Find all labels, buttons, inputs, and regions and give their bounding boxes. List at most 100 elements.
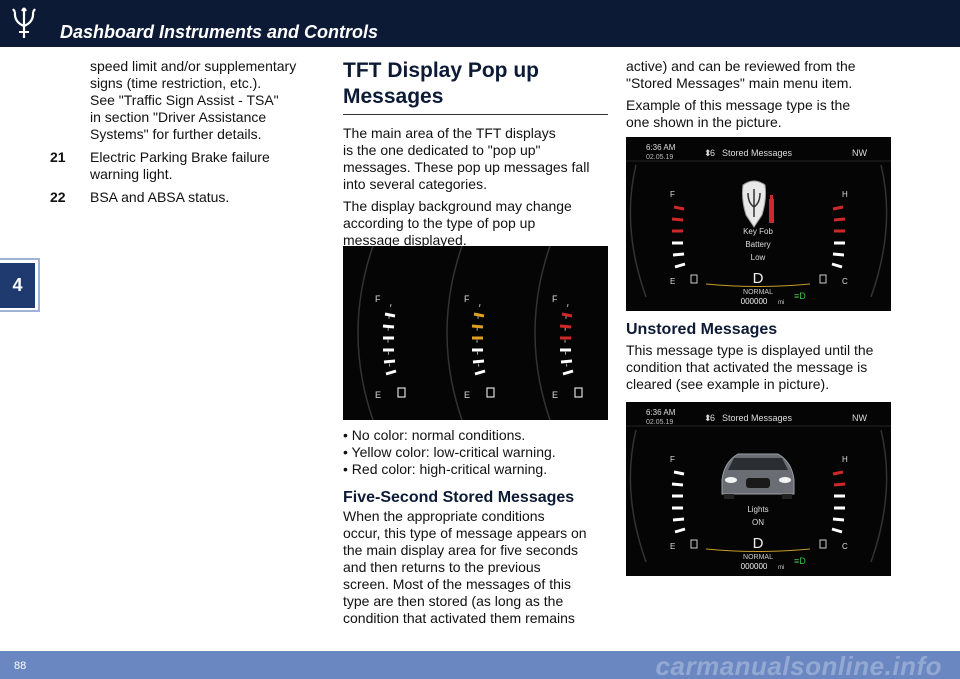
coolant-icon [819,274,827,284]
coolant-icon [819,539,827,549]
text-line: The main area of the TFT displays [343,125,556,141]
column-left: speed limit and/or supplementary signs (… [50,58,325,206]
updown-arrows-icon: ⬍ [704,413,712,423]
odometer: 000000 [741,562,768,571]
text-line: into several categories. [343,176,487,192]
fuel-e-label: E [375,390,381,400]
text-line: active) and can be reviewed from the [626,58,856,74]
paragraph: The display background may change accord… [343,198,608,249]
temp-h-label: H [842,455,848,464]
fuel-f-label: F [464,294,470,304]
battery-low-icon [769,199,774,223]
fuel-gauge-red: F E [534,246,583,420]
temp-c-label: C [842,542,848,551]
fuel-pump-icon [397,387,406,398]
text-line: speed limit and/or supplementary [90,58,297,74]
menu-title: Stored Messages [722,148,793,158]
message-line: Low [751,253,766,262]
fuel-f-label: F [670,190,675,199]
fuel-pump-icon [690,539,698,549]
list-item: 21 Electric Parking Brake failure warnin… [50,149,325,183]
chapter-number: 4 [0,263,35,308]
list-item-number: 22 [50,189,66,205]
odometer-unit: mi [778,300,784,306]
stored-count: 6 [710,413,715,423]
fuel-gauge-yellow: F E [446,246,495,420]
text-line: type are then stored (as long as the [343,593,564,609]
cluster-image-lights-on: 6:36 AM 02.05.19 ⬍ 6 Stored Messages NW … [626,402,891,576]
text-line: the main display area for five seconds [343,542,579,558]
text-line: "Stored Messages" main menu item. [626,75,853,91]
cluster-display: 6:36 AM 02.05.19 ⬍ 6 Stored Messages NW … [626,137,891,311]
text-line: message displayed. [343,232,467,248]
fuel-e-label: E [552,390,558,400]
bullet-item: • Yellow color: low-critical warning. [343,444,556,460]
heading-line: Messages [343,85,444,108]
fuel-e-label: E [464,390,470,400]
bullet-list: • No color: normal conditions. • Yellow … [343,427,608,478]
drive-mode: NORMAL [743,289,773,296]
paragraph: The main area of the TFT displays is the… [343,125,608,193]
odometer-unit: mi [778,565,784,571]
temp-h-label: H [842,190,848,199]
column-right: active) and can be reviewed from the "St… [626,58,896,131]
clock-date: 02.05.19 [646,154,673,161]
text-line: This message type is displayed until the [626,342,874,358]
fuel-pump-icon [690,274,698,284]
list-item-number: 21 [50,149,66,165]
headlight-icon: ≡D [794,291,806,301]
text-line: BSA and ABSA status. [90,189,230,205]
subsection-heading: Unstored Messages [626,321,778,338]
car-front-icon [721,453,795,499]
heading-line: TFT Display Pop up [343,59,540,82]
text-line: occur, this type of message appears on [343,525,587,541]
message-line: Lights [747,505,768,514]
text-line: Example of this message type is the [626,97,851,113]
gear-indicator: D [753,535,764,552]
fuel-e-label: E [670,277,675,286]
cluster-image-key-fob: 6:36 AM 02.05.19 ⬍ 6 Stored Messages NW … [626,137,891,311]
text-line: screen. Most of the messages of this [343,576,571,592]
clock-time: 6:36 AM [646,408,676,417]
column-right-lower: Unstored Messages This message type is d… [626,320,896,393]
text-line: one shown in the picture. [626,114,782,130]
menu-title: Stored Messages [722,413,793,423]
watermark: carmanualsonline.info [655,651,942,679]
clock-time: 6:36 AM [646,143,676,152]
drive-mode: NORMAL [743,554,773,561]
text-line: signs (time restriction, etc.). [90,75,262,91]
text-line: in section "Driver Assistance [90,109,267,125]
cluster-display: 6:36 AM 02.05.19 ⬍ 6 Stored Messages NW … [626,402,891,576]
clock-date: 02.05.19 [646,419,673,426]
odometer: 000000 [741,297,768,306]
fuel-gauge-normal: F E [357,246,406,420]
page-number: 88 [14,660,27,672]
text-line: The display background may change [343,198,572,214]
fuel-f-label: F [552,294,558,304]
text-line: See "Traffic Sign Assist - TSA" [90,92,279,108]
fuel-gauge-image: F E F E F E [343,246,608,420]
subsection-heading: Five-Second Stored Messages [343,489,575,506]
temp-c-label: C [842,277,848,286]
text-line: When the appropriate conditions [343,508,545,524]
section-heading: TFT Display Pop up Messages [343,58,608,115]
text-line: warning light. [90,166,173,182]
compass-heading: NW [852,148,867,158]
updown-arrows-icon: ⬍ [704,148,712,158]
column-middle-lower: • No color: normal conditions. • Yellow … [343,427,608,627]
text-line: is the one dedicated to "pop up" [343,142,541,158]
message-line: Battery [745,240,770,249]
page-header: Dashboard Instruments and Controls [0,0,960,47]
chapter-tab: 4 [0,258,40,312]
text-line: Systems" for further details. [90,126,262,142]
headlight-icon: ≡D [794,556,806,566]
text-line: condition that activated them remains [343,610,575,626]
gear-indicator: D [753,270,764,287]
column-middle: TFT Display Pop up Messages The main are… [343,58,608,249]
text-line: messages. These pop up messages fall [343,159,590,175]
bullet-item: • No color: normal conditions. [343,427,526,443]
paragraph: active) and can be reviewed from the "St… [626,58,896,92]
trident-logo-icon [12,7,36,38]
message-line: ON [752,518,764,527]
compass-heading: NW [852,413,867,423]
